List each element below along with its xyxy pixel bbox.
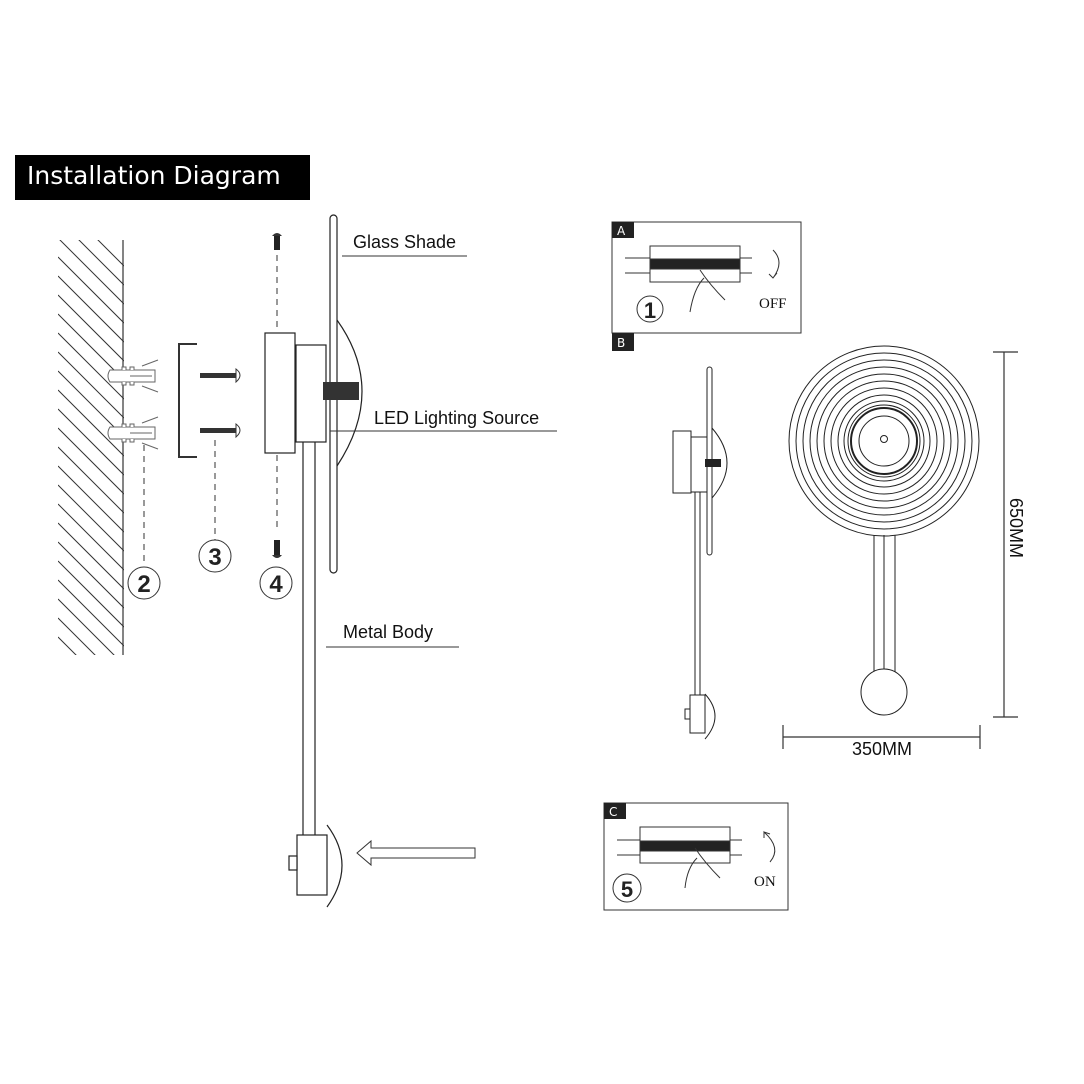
width-dimension xyxy=(782,725,981,749)
on-label: ON xyxy=(754,874,776,890)
hatch-line xyxy=(58,313,124,381)
height-label: 650MM xyxy=(1006,498,1026,558)
breaker-panel-icon xyxy=(625,245,752,283)
step-2-badge: 2 xyxy=(127,566,161,600)
arrow-down-icon xyxy=(768,249,780,279)
set-screw-top xyxy=(272,233,282,250)
breaker-panel-icon xyxy=(617,826,742,864)
ring xyxy=(830,387,938,495)
hatch-line xyxy=(58,275,124,343)
svg-text:2: 2 xyxy=(137,571,150,598)
hatch-line xyxy=(58,579,124,647)
lamp-side-view xyxy=(264,214,363,908)
wall xyxy=(58,240,124,779)
panel-a-power-off: A 1 OFF B xyxy=(611,221,802,351)
hatch-line xyxy=(58,370,124,438)
hatch-line xyxy=(58,465,124,533)
label-led-source: LED Lighting Source xyxy=(374,408,539,428)
panel-c-power-on: C 5 ON xyxy=(603,802,789,911)
ring xyxy=(816,373,952,509)
hatch-line xyxy=(58,617,96,655)
assembled-side-view xyxy=(672,366,728,740)
arrow-up-icon xyxy=(763,830,776,863)
hatch-line xyxy=(58,675,124,741)
hand-icon xyxy=(684,847,721,889)
hatch-line xyxy=(58,427,124,495)
direction-arrow-icon xyxy=(356,839,476,867)
ring xyxy=(847,404,921,478)
hatch-line xyxy=(58,694,124,760)
hatch-line xyxy=(58,636,77,655)
mounting-bracket xyxy=(178,343,197,458)
ring xyxy=(850,407,918,475)
ring xyxy=(837,394,931,488)
height-dimension xyxy=(993,351,1018,718)
hatch-line xyxy=(58,503,124,571)
label-glass-shade: Glass Shade xyxy=(353,232,456,252)
canopy-plate xyxy=(264,332,296,454)
hatch-line xyxy=(58,389,124,457)
panel-b-tag: B xyxy=(617,336,625,350)
switch-housing xyxy=(296,834,328,896)
step-3-badge: 3 xyxy=(198,539,232,573)
label-metal-body: Metal Body xyxy=(343,622,433,642)
ring xyxy=(843,400,925,482)
wall-anchor-top xyxy=(107,359,159,393)
hatch-line xyxy=(58,484,124,552)
title-bar: Installation Diagram xyxy=(15,155,310,200)
set-screw-bottom xyxy=(272,540,282,558)
screw-bottom xyxy=(200,422,241,439)
hatch-line xyxy=(58,256,124,324)
hand-icon xyxy=(689,269,726,313)
lower-light-dome xyxy=(326,824,343,908)
hatch-line xyxy=(58,713,124,779)
hatch-line xyxy=(58,541,124,609)
hatch-line xyxy=(58,408,124,476)
hatch-line xyxy=(58,446,124,514)
canopy-body xyxy=(295,344,327,443)
wall-anchor-bottom xyxy=(107,416,159,450)
svg-text:C: C xyxy=(609,805,617,819)
hatch-line xyxy=(59,240,124,305)
ring xyxy=(809,366,959,516)
hatch-line xyxy=(58,332,124,400)
hatch-line xyxy=(58,656,124,722)
svg-text:A: A xyxy=(617,224,626,238)
step-1-number: 1 xyxy=(644,298,656,323)
page-title: Installation Diagram xyxy=(27,161,281,190)
hatch-line xyxy=(97,240,124,267)
hatch-line xyxy=(58,351,124,419)
ring xyxy=(795,352,973,530)
led-dome xyxy=(336,319,363,467)
hatch-line xyxy=(58,560,124,628)
ring xyxy=(802,359,966,523)
hatch-line xyxy=(58,294,124,362)
hatch-line xyxy=(58,598,115,655)
concentric-rings xyxy=(788,345,980,537)
threaded-stud xyxy=(323,382,359,400)
ring xyxy=(823,380,945,502)
hatch-line xyxy=(58,522,124,590)
switch-button xyxy=(288,855,298,871)
off-label: OFF xyxy=(759,296,787,312)
width-label: 350MM xyxy=(852,739,912,759)
hatch-line xyxy=(78,240,124,286)
svg-text:4: 4 xyxy=(269,571,283,598)
ring xyxy=(858,415,910,467)
step-4-badge: 4 xyxy=(259,566,293,600)
front-view xyxy=(788,345,980,716)
step-5-number: 5 xyxy=(621,877,633,902)
svg-text:3: 3 xyxy=(208,544,221,571)
screw-top xyxy=(200,367,241,384)
